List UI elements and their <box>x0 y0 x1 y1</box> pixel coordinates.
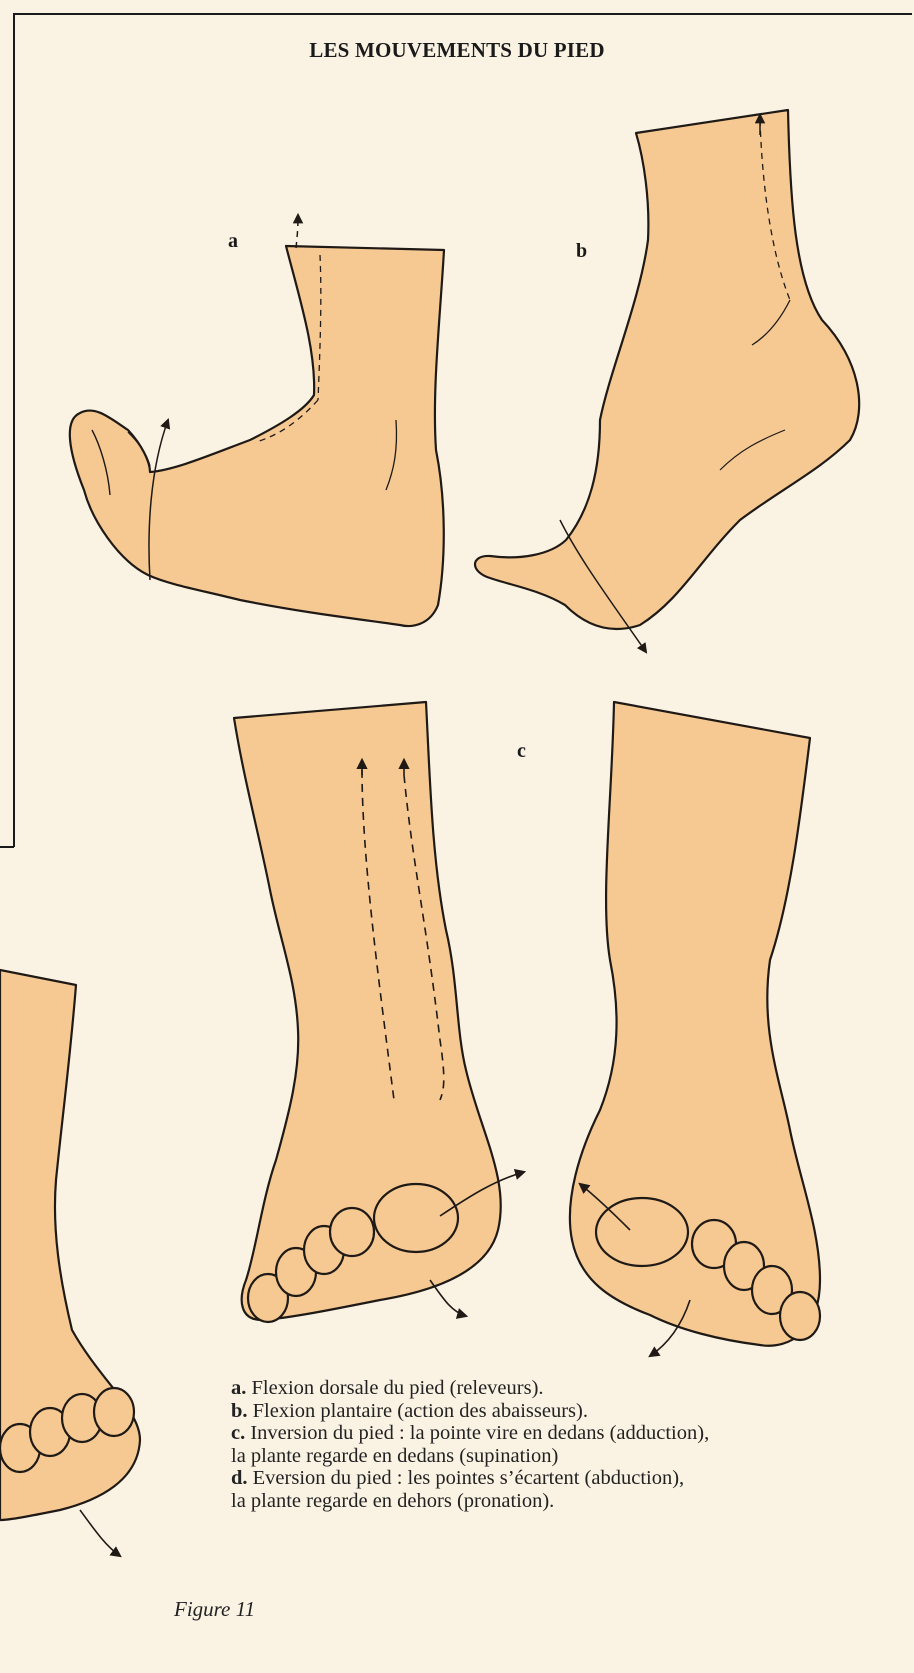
caption-text: la plante regarde en dedans (supination) <box>231 1445 558 1467</box>
foot-c-inversion <box>234 702 524 1322</box>
caption-line: la plante regarde en dedans (supination) <box>231 1445 911 1468</box>
caption-key: a. <box>231 1377 246 1399</box>
caption-key: d. <box>231 1467 248 1489</box>
caption-text: la plante regarde en dehors (pronation). <box>231 1490 554 1512</box>
caption: a. Flexion dorsale du pied (releveurs). … <box>231 1377 911 1512</box>
caption-text: Flexion plantaire (action des abaisseurs… <box>248 1400 588 1422</box>
caption-line: b. Flexion plantaire (action des abaisse… <box>231 1400 911 1423</box>
figure-label: Figure 11 <box>174 1597 255 1622</box>
caption-text: Inversion du pied : la pointe vire en de… <box>245 1422 709 1444</box>
caption-key: b. <box>231 1400 248 1422</box>
caption-line: d. Eversion du pied : les pointes s’écar… <box>231 1467 911 1490</box>
caption-line: la plante regarde en dehors (pronation). <box>231 1490 911 1513</box>
caption-key: c. <box>231 1422 245 1444</box>
label-a: a <box>228 230 238 253</box>
label-c: c <box>517 740 526 763</box>
foot-d-eversion-right <box>570 702 820 1356</box>
caption-line: a. Flexion dorsale du pied (releveurs). <box>231 1377 911 1400</box>
caption-line: c. Inversion du pied : la pointe vire en… <box>231 1422 911 1445</box>
caption-text: Eversion du pied : les pointes s’écarten… <box>248 1467 685 1489</box>
foot-d-eversion-left-partial <box>0 970 140 1556</box>
caption-text: Flexion dorsale du pied (releveurs). <box>246 1377 543 1399</box>
label-b: b <box>576 240 587 263</box>
foot-a-dorsal-flexion <box>70 215 444 626</box>
foot-b-plantar-flexion <box>475 110 859 652</box>
